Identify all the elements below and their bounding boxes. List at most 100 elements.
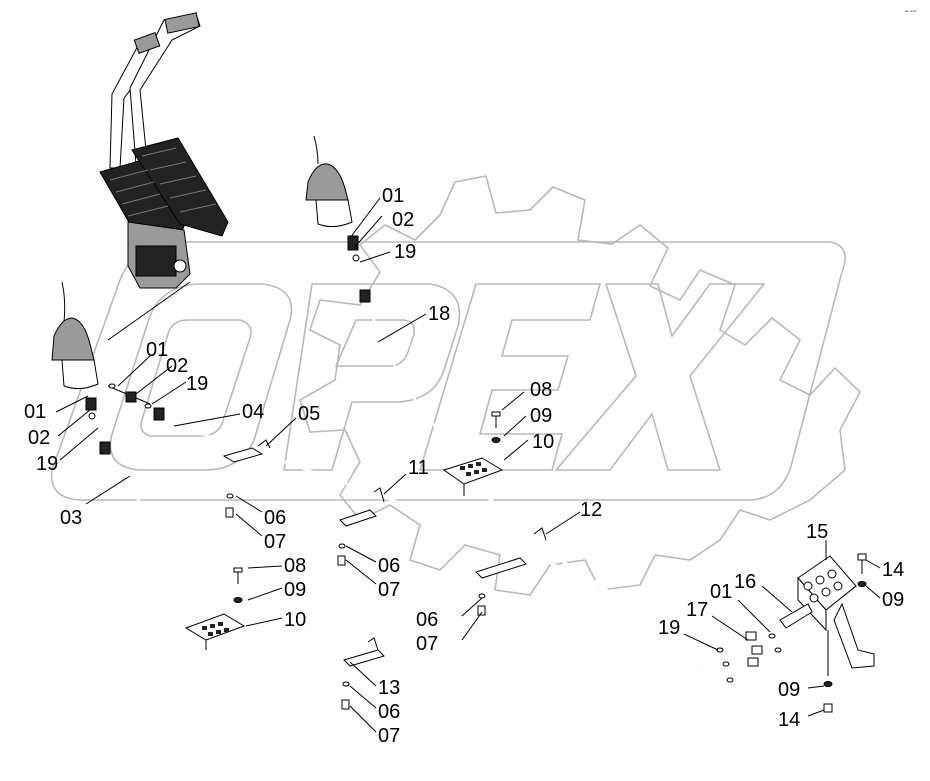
callout-13: 13 [378,677,400,699]
callout-08: 08 [530,379,552,401]
joystick-top-boot [305,163,349,201]
callout-01: 01 [146,339,168,361]
joystick-top-stalk [313,135,319,165]
callout-12: 12 [580,499,602,521]
washer-09a [491,437,501,443]
callout-19: 19 [658,617,680,639]
manifold-15-bracket [833,602,875,669]
pedal-leader-line [107,281,191,341]
joystick-top-base [315,199,353,228]
clamp-05-a [222,447,264,463]
clamp-05-b [257,439,271,449]
pedal-valve-port [173,259,187,273]
hose-03-inner [104,451,234,621]
joystick-top [305,135,360,262]
washer-09b [233,597,243,603]
callout-19: 19 [36,453,58,475]
watermark-letter-e [418,283,602,471]
clamp-13-a [343,649,385,667]
clamp-12-b [533,527,547,541]
pedal-plate-right [131,137,229,237]
callout-01: 01 [710,581,732,603]
bracket-10a [442,457,504,485]
hose-18-inner [364,297,691,661]
callout-14: 14 [778,709,800,731]
bolt-07a [225,507,234,518]
callout-06: 06 [378,555,400,577]
watermark-gear-outline [299,175,861,596]
corner-mark: ⌁ ▫▫▫ [905,9,917,15]
hose-bottom-inner [229,628,721,730]
callout-17: 17 [686,599,708,621]
bracket-10a-holes [460,462,487,476]
manifold-plate-16 [779,603,813,629]
pedal-feed-fitting [125,391,137,403]
callout-02: 02 [392,209,414,231]
washer-09d [823,681,833,687]
callout-04: 04 [242,401,264,423]
callout-14: 14 [882,559,904,581]
leader-lines [55,197,881,733]
callout-07: 07 [378,579,400,601]
bolt-14b [823,703,833,713]
joystick-left-base [61,359,99,390]
bracket-10b-holes [202,622,229,636]
callout-10: 10 [284,609,306,631]
bolt-07d [341,699,350,710]
joystick-left-washer [88,412,96,420]
washer-06c [478,593,486,599]
watermark-letter-o [109,283,293,471]
hose-bottom-outer [229,629,721,729]
clamp-11-a [339,509,377,527]
callout-labels: 01 02 19 18 01 02 19 04 05 01 02 19 03 0… [24,185,904,747]
joystick-left-stalk [61,281,66,323]
callout-02: 02 [28,427,50,449]
callout-05: 05 [298,403,320,425]
manifold-15-ports [803,569,843,603]
washer-06a [226,493,234,499]
bolt-07c [477,605,486,616]
clamp-12-a [475,557,527,579]
callout-19: 19 [394,241,416,263]
clamp-13-b [367,637,379,651]
hydraulic-hoses [99,289,721,730]
callout-01: 01 [24,401,46,423]
callout-11: 11 [408,457,429,479]
hose-18-outer [365,297,691,661]
callout-16: 16 [734,571,756,593]
joystick-left-boot [51,317,95,361]
joystick-top-washer [352,254,360,262]
callout-10: 10 [532,431,554,453]
joystick-left [51,281,99,420]
washer-06d [342,681,350,687]
pedal-tread-lines [109,147,217,217]
callout-06: 06 [378,701,400,723]
pedal-handle-left [133,32,161,54]
callout-09: 09 [882,589,904,611]
manifold-fittings [716,631,782,683]
callout-06: 06 [416,609,438,631]
pedal-valve-block [135,245,177,277]
callout-07: 07 [264,531,286,553]
pedal-handle-right [164,12,200,34]
hose-10a-inner [474,475,701,669]
callout-03: 03 [60,507,82,529]
callout-01: 01 [382,185,404,207]
callout-02: 02 [166,355,188,377]
fasteners [108,383,867,713]
washer-09c [857,581,867,587]
callout-18: 18 [428,303,450,325]
bolt-08b-head [233,567,243,573]
fitting-19-pedal [108,383,116,389]
hose-03-fitting [99,441,111,455]
joystick-left-fitting [85,397,97,411]
callout-09: 09 [284,579,306,601]
callout-07: 07 [378,725,400,747]
callout-19: 19 [186,373,208,395]
callout-07: 07 [416,633,438,655]
watermark-letter-x [554,283,766,471]
foot-pedal-assembly [99,12,229,341]
clamp-11-b [373,487,385,503]
callout-09: 09 [778,679,800,701]
